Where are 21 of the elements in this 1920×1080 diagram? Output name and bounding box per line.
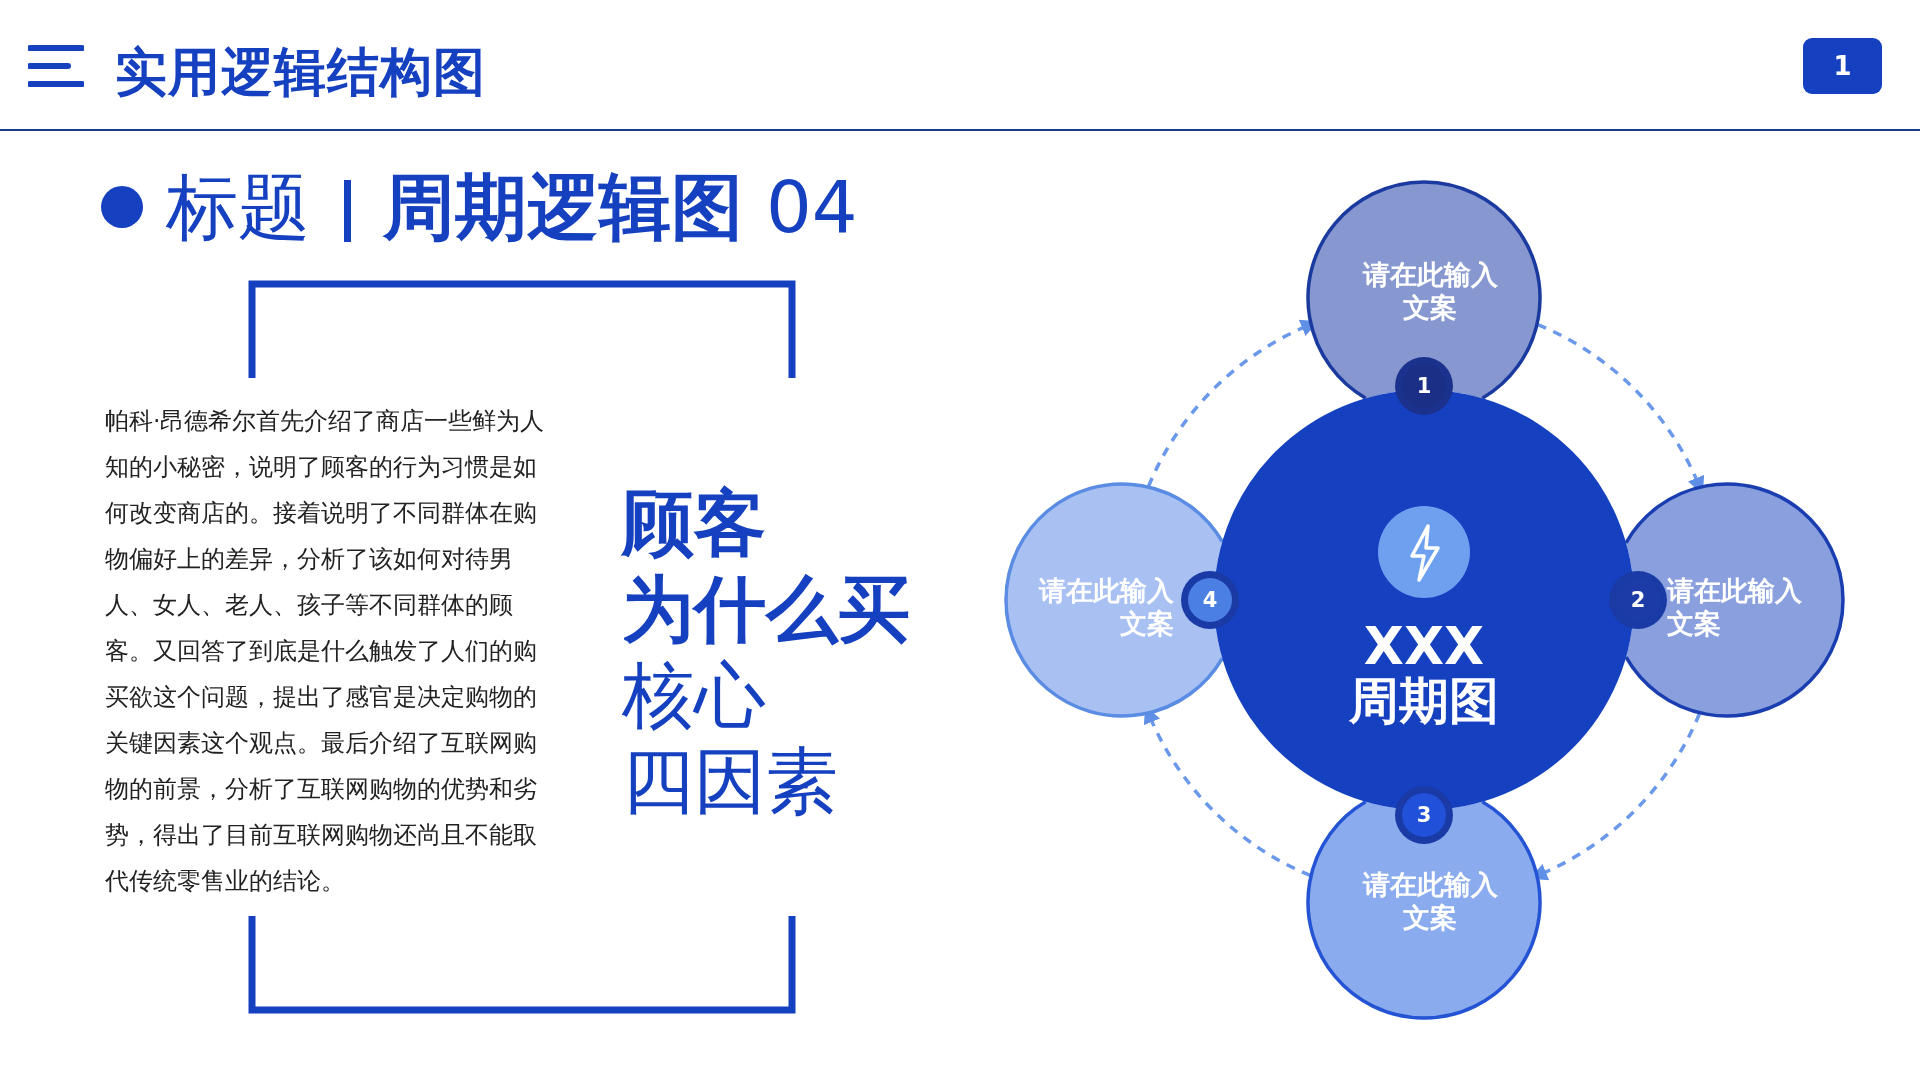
step-circle xyxy=(1004,482,1225,718)
step-circle xyxy=(1624,482,1845,718)
step-number: 1 xyxy=(1416,374,1432,398)
step-text: 请在此输入文案 xyxy=(1361,258,1499,324)
page-title: 实用逻辑结构图 xyxy=(115,41,486,104)
step-number: 3 xyxy=(1416,803,1432,827)
page-number-badge: 1 xyxy=(1803,38,1882,94)
emphasis-heading: 为什么买 xyxy=(622,566,910,652)
step-text: 请在此输入文案 xyxy=(1361,868,1499,934)
emphasis-text: 核心 xyxy=(622,652,766,738)
body-paragraph: 帕科·昂德希尔首先介绍了商店一些鲜为人知的小秘密，说明了顾客的行为习惯是如何改变商店的。接着说明了不同群体在购物偏好上的差异，分析了该如何对待男人、女人、老人、孩子等不同群体的顾客。又回答了到底是什么触发了人们的购买欲这个问题，提出了感官是决定购物的关键因素这个观点。最后介绍了互联网购物的前景，分析了互联网购物的优势和劣势，得出了目前互联网购物还尚且不能取代传统零售业的结论。 xyxy=(105,406,546,897)
step-text: 请在此输入文案 xyxy=(1037,574,1174,640)
step-number: 4 xyxy=(1202,588,1218,612)
step-circle xyxy=(1306,180,1542,401)
step-text: 请在此输入文案 xyxy=(1667,574,1803,640)
section-heading: 周期逻辑图 04 xyxy=(383,164,858,251)
step-number: 2 xyxy=(1630,588,1646,612)
section-label: 标题 xyxy=(166,164,310,251)
emphasis-text: 四因素 xyxy=(622,738,838,824)
emphasis-heading: 顾客 xyxy=(622,480,766,566)
step-circle xyxy=(1306,799,1542,1020)
